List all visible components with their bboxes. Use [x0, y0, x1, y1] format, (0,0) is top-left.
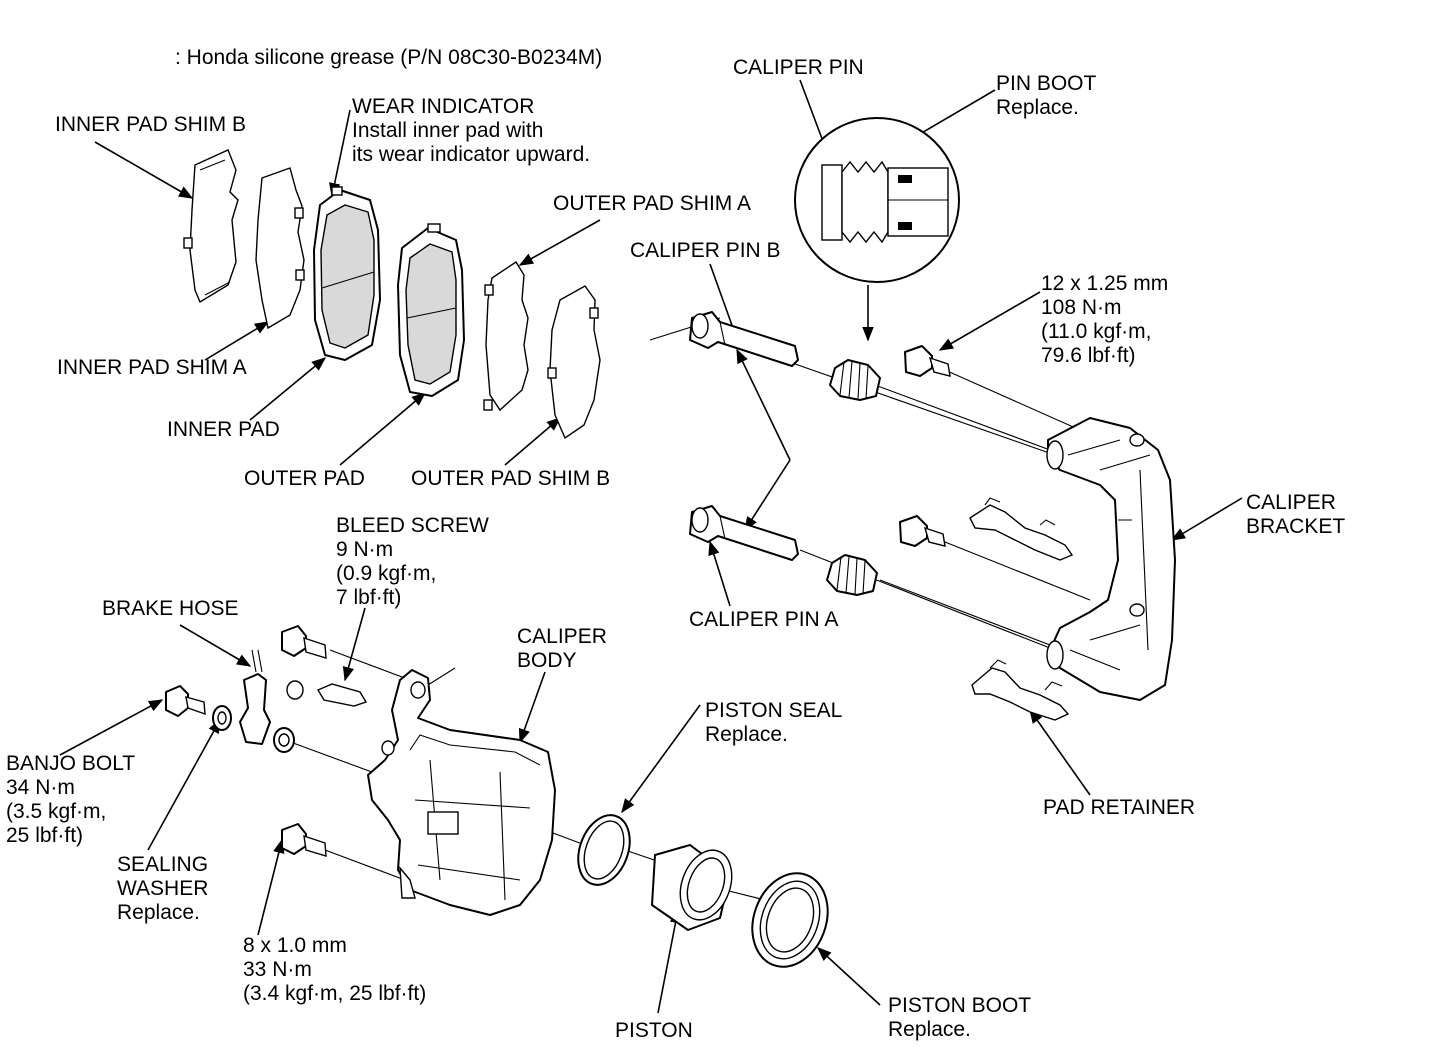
caliper-pin-b	[689, 311, 799, 367]
sealing-washer-inner	[273, 727, 295, 753]
label-pad-retainer: PAD RETAINER	[1043, 796, 1195, 819]
pin-boot-upper	[829, 359, 881, 401]
label-outer-pad-shim-a: OUTER PAD SHIM A	[553, 192, 751, 215]
label-bleed-screw: BLEED SCREW 9 N·m (0.9 kgf·m, 7 lbf·ft)	[336, 514, 495, 609]
leader-arrows	[59, 79, 1243, 1014]
outer-pad-shim-a	[483, 261, 529, 412]
label-caliper-pin-b: CALIPER PIN B	[630, 239, 781, 262]
piston	[651, 844, 733, 931]
label-piston-boot: PISTON BOOT Replace.	[888, 994, 1037, 1041]
label-bracket-bolt: 12 x 1.25 mm 108 N·m (11.0 kgf·m, 79.6 l…	[1041, 272, 1174, 367]
inner-pad-shim-b	[183, 149, 239, 304]
labels: : Honda silicone grease (P/N 08C30-B0234…	[6, 46, 1345, 1042]
inner-pad-shim-a	[255, 167, 305, 330]
label-banjo-bolt: BANJO BOLT 34 N·m (3.5 kgf·m, 25 lbf·ft)	[6, 752, 141, 847]
piston-boot	[751, 872, 829, 968]
label-wear-indicator: WEAR INDICATOR Install inner pad with it…	[352, 95, 590, 166]
pin-boot-lower	[826, 554, 878, 596]
outer-pad-shim-b	[547, 285, 601, 440]
sealing-washer-outer	[212, 705, 232, 731]
label-caliper-body: CALIPER BODY	[517, 625, 613, 672]
label-inner-pad-shim-b: INNER PAD SHIM B	[55, 113, 246, 136]
bracket-bolt-lower	[899, 515, 946, 547]
caliper-bracket	[1046, 417, 1176, 701]
label-inner-pad-shim-a: INNER PAD SHIM A	[57, 356, 247, 379]
label-caliper-pin: CALIPER PIN	[733, 56, 864, 79]
piston-seal	[577, 814, 631, 886]
pad-retainer-lower	[971, 659, 1070, 721]
brake-hose	[239, 649, 271, 745]
label-pin-boot: PIN BOOT Replace.	[996, 72, 1102, 119]
label-inner-pad: INNER PAD	[167, 418, 280, 441]
label-outer-pad-shim-b: OUTER PAD SHIM B	[411, 467, 610, 490]
inner-pad	[313, 186, 381, 361]
banjo-bolt	[165, 685, 206, 717]
label-sealing-washer: SEALING WASHER Replace.	[117, 853, 214, 924]
caliper-pin-a	[689, 505, 799, 561]
label-piston-seal: PISTON SEAL Replace.	[705, 699, 847, 746]
outer-pad	[397, 223, 465, 397]
caliper-body	[367, 669, 556, 916]
pad-retainer-upper	[969, 497, 1074, 561]
label-brake-hose: BRAKE HOSE	[102, 597, 239, 620]
caliper-bolt-lower	[281, 823, 327, 857]
grease-note: : Honda silicone grease (P/N 08C30-B0234…	[175, 46, 602, 69]
bleed-screw	[286, 680, 368, 707]
label-caliper-bolt: 8 x 1.0 mm 33 N·m (3.4 kgf·m, 25 lbf·ft)	[243, 934, 426, 1005]
label-piston: PISTON	[615, 1019, 693, 1042]
label-outer-pad: OUTER PAD	[244, 467, 365, 490]
label-caliper-bracket: CALIPER BRACKET	[1246, 491, 1345, 538]
label-caliper-pin-a: CALIPER PIN A	[689, 608, 838, 631]
bracket-bolt-upper	[904, 345, 951, 377]
caliper-pin-detail	[794, 117, 960, 342]
caliper-bolt-upper	[281, 625, 327, 659]
